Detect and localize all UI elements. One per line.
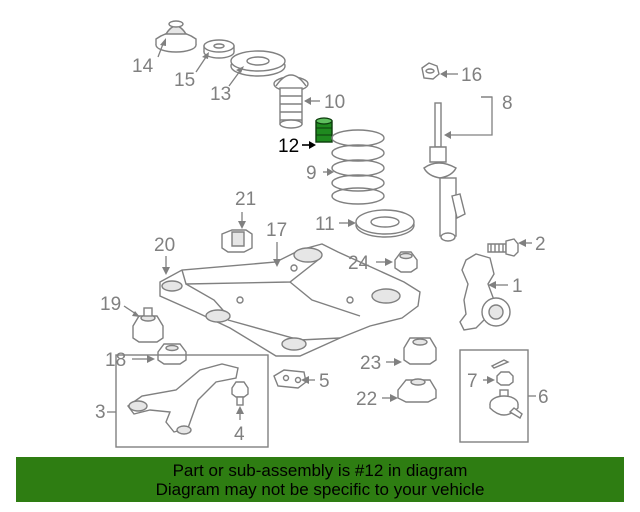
coil-spring-part[interactable] — [331, 129, 385, 205]
callout-7: 7 — [467, 371, 478, 392]
callout-20: 20 — [154, 235, 175, 256]
crossmember-part[interactable] — [159, 243, 421, 357]
front-suspension-diagram: 14 15 13 10 12 — [95, 20, 549, 448]
notice-banner: Part or sub-assembly is #12 in diagram D… — [16, 457, 624, 502]
callout-17: 17 — [266, 220, 287, 241]
notice-line-2: Diagram may not be specific to your vehi… — [155, 480, 485, 499]
lower-arm-group-box — [115, 354, 269, 448]
strut-nut-part[interactable] — [421, 62, 440, 80]
callout-10: 10 — [324, 92, 345, 113]
bump-stop-part[interactable] — [273, 74, 309, 129]
mount-23-part[interactable] — [403, 337, 437, 365]
callout-4: 4 — [234, 424, 245, 445]
callout-22: 22 — [356, 389, 377, 410]
mount-18-part[interactable] — [157, 343, 187, 365]
plate-part[interactable] — [273, 369, 307, 389]
bolt-part[interactable] — [487, 238, 519, 257]
callout-13: 13 — [210, 84, 231, 105]
callout-24: 24 — [348, 253, 370, 274]
mount-22-part[interactable] — [397, 378, 437, 403]
ball-joint-part[interactable] — [489, 389, 523, 419]
notice-line-1: Part or sub-assembly is #12 in diagram — [172, 461, 468, 480]
callout-21: 21 — [235, 189, 256, 210]
cotter-pin-part[interactable] — [490, 359, 510, 369]
lower-insulator-part[interactable] — [355, 209, 415, 238]
spring-seat-part[interactable] — [230, 50, 286, 77]
rear-mount-19-part[interactable] — [132, 307, 164, 343]
lower-control-arm-part[interactable] — [127, 363, 239, 435]
ball-joint-4-part[interactable] — [231, 381, 249, 406]
callout-9: 9 — [306, 163, 317, 184]
castle-nut-7-part[interactable] — [496, 371, 514, 386]
steering-knuckle-part[interactable] — [459, 253, 511, 331]
callout-23: 23 — [360, 353, 381, 374]
callout-8: 8 — [502, 93, 513, 114]
callout-16: 16 — [461, 65, 482, 86]
bracket-part[interactable] — [221, 229, 253, 253]
callout-15: 15 — [174, 70, 195, 91]
callout-1: 1 — [512, 276, 523, 297]
callout-5: 5 — [319, 371, 330, 392]
bumper-highlighted-part[interactable] — [315, 117, 333, 143]
callout-6: 6 — [538, 387, 549, 408]
bearing-part[interactable] — [203, 39, 235, 59]
callout-2: 2 — [535, 234, 546, 255]
crossmember-mount-24-part[interactable] — [394, 251, 418, 273]
callout-3: 3 — [95, 402, 106, 423]
callout-12: 12 — [278, 136, 299, 157]
callout-19: 19 — [100, 294, 121, 315]
callout-11: 11 — [315, 214, 335, 235]
callout-14: 14 — [132, 56, 154, 77]
ball-joint-group-box — [459, 349, 529, 443]
strut-assembly-part[interactable] — [423, 102, 466, 242]
